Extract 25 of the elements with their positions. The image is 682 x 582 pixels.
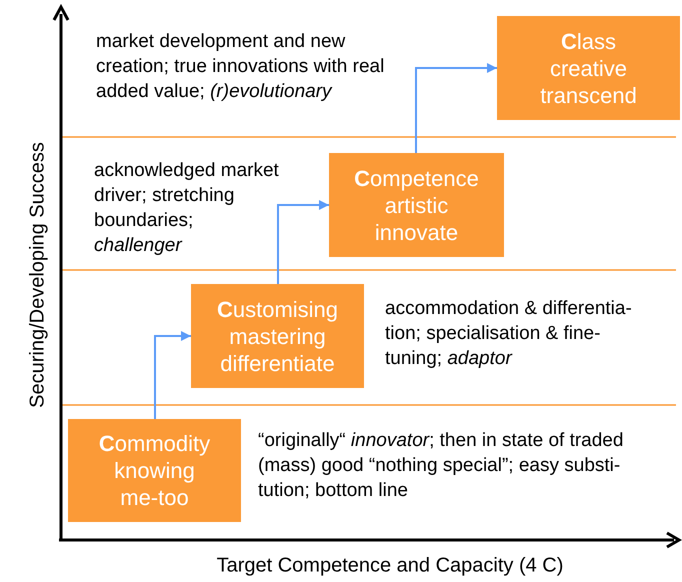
band-description: accommodation & differentia- tion; specialisation & fine- tuning; adaptor xyxy=(385,297,633,371)
stage-label: knowing xyxy=(114,457,195,484)
stage-label: mastering xyxy=(229,322,326,350)
band-description: market development and new creation; true innovations with real added value; (r)evolutionary xyxy=(96,30,386,104)
x-axis-title: Target Competence and Capacity (4 C) xyxy=(216,554,564,578)
y-axis-title: Securing/Developing Success xyxy=(26,142,50,408)
band-description: acknowledged market driver; stretching boundaries; challenger xyxy=(94,159,279,258)
stage-label: transcend xyxy=(540,82,637,108)
stage-box xyxy=(68,419,241,522)
stage-box xyxy=(329,153,504,257)
stage-label: artistic xyxy=(384,192,448,218)
stage-label: innovate xyxy=(374,218,458,246)
stage-label: differentiate xyxy=(220,350,335,376)
stage-label: creative xyxy=(550,54,628,82)
stage-label: Customising xyxy=(216,296,338,322)
arrow xyxy=(415,63,497,153)
stage-label: Class xyxy=(560,28,616,54)
stage-box xyxy=(191,284,364,388)
stage-label: Commodity xyxy=(98,430,210,457)
arrow xyxy=(154,331,191,419)
stage-label: Competence xyxy=(354,164,479,192)
arrow xyxy=(277,200,329,284)
stage-box xyxy=(497,16,680,120)
stage-label: me-too xyxy=(120,484,189,511)
band-description: “originally“ innovator; then in state of traded (mass) good “nothing special”; easy substi- tution; bottom line xyxy=(258,429,624,503)
